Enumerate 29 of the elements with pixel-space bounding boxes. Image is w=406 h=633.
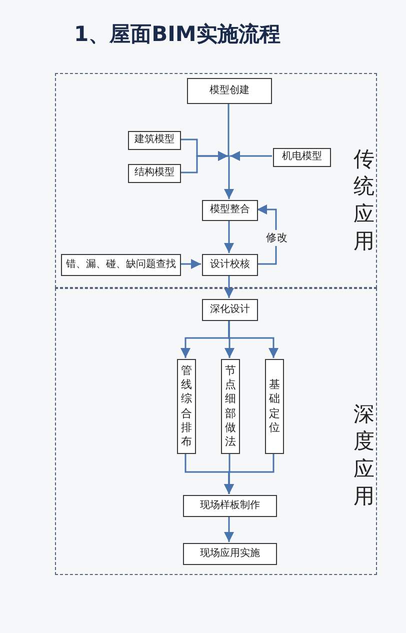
process-box: 设计校核 [202,254,258,276]
process-box: 现场样板制作 [183,495,277,517]
process-box: 基础定位 [265,359,284,454]
process-box: 深化设计 [202,299,258,321]
process-box: 节点细部做法 [221,359,240,454]
process-box: 模型整合 [202,200,258,221]
arrow [180,259,201,269]
arrow [257,204,277,265]
region-heading: 深度应用 [352,401,376,510]
arrow [180,151,228,174]
arrow [224,156,234,199]
arrow [224,516,234,542]
region-heading: 传统应用 [352,146,376,255]
dashed-region [55,73,377,288]
arrow [224,453,274,494]
edge-label: 修改 [266,230,288,246]
process-box: 管线综合排布 [177,359,196,454]
arrow [230,151,272,161]
process-box: 错、漏、碰、缺问题查找 [61,254,181,276]
process-box: 结构模型 [128,164,181,183]
dashed-region [55,288,377,575]
process-box: 建筑模型 [128,131,181,150]
process-box: 现场应用实施 [183,543,277,565]
process-box: 模型创建 [187,78,272,104]
title: 1、屋面BIM实施流程 [74,21,280,48]
arrow [224,220,234,253]
arrow [224,275,234,298]
process-box: 机电模型 [273,148,331,167]
arrow [228,320,278,358]
